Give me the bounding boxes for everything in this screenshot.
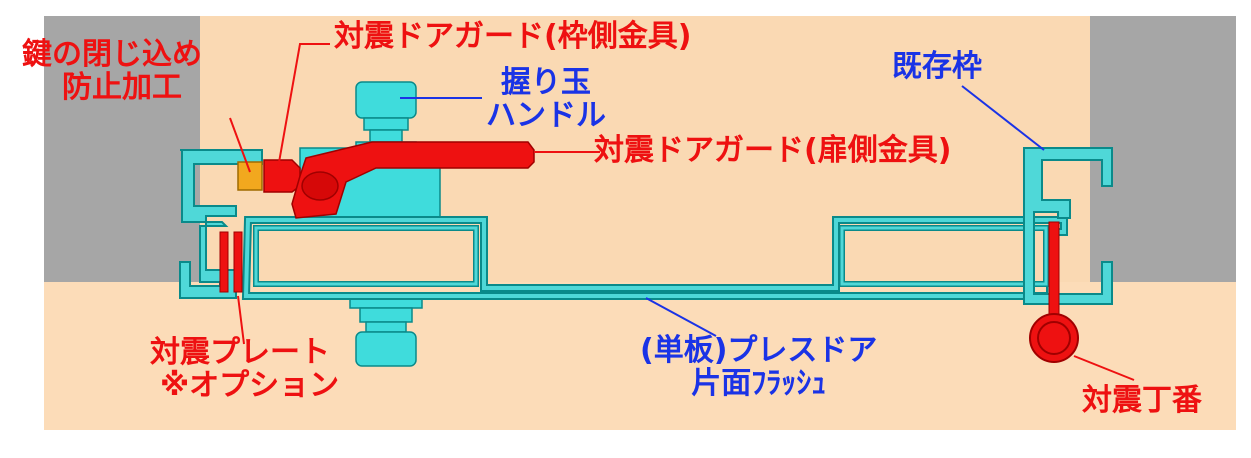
label-knob-line2: ハンドル — [486, 98, 606, 133]
key-lock-prevention-block — [237, 161, 263, 191]
label-seismic-hinge: 対震丁番 — [1082, 383, 1202, 418]
label-door-side-guard: 対震ドアガード(扉側金具) — [594, 133, 952, 168]
label-press-door-line2: 片面ﾌﾗｯｼｭ — [691, 366, 827, 401]
door-side-guard-arm — [291, 141, 535, 219]
leader-lines — [229, 43, 1135, 381]
label-frame-side-guard: 対震ドアガード(枠側金具) — [334, 19, 692, 54]
guard-pivot — [301, 171, 339, 201]
right-wall — [1090, 16, 1236, 282]
label-knob-handle: 握り玉 ハンドル — [486, 66, 606, 132]
label-existing-frame: 既存枠 — [892, 49, 982, 84]
right-frame-channel — [1023, 147, 1113, 305]
door-leaf-inner — [243, 218, 1066, 298]
seismic-plate-1 — [219, 231, 229, 293]
left-frame-channel — [179, 149, 263, 299]
seismic-plate-2 — [233, 231, 243, 293]
left-wall — [44, 16, 200, 282]
label-plate-line1: 対震プレート — [150, 335, 330, 370]
label-seismic-plate: 対震プレート ※オプション — [150, 336, 339, 402]
frame-side-guard — [263, 159, 301, 193]
label-press-door: (単板)プレスドア 片面ﾌﾗｯｼｭ — [640, 334, 877, 400]
hinge-arm — [1048, 221, 1060, 323]
label-press-door-line1: (単板)プレスドア — [640, 333, 878, 368]
label-key-lock-line1: 鍵の閉じ込め — [22, 37, 202, 72]
knob-bottom — [349, 297, 423, 367]
label-plate-line2: ※オプション — [160, 368, 340, 403]
label-key-lock-prevention: 鍵の閉じ込め 防止加工 — [22, 38, 202, 104]
label-knob-line1: 握り玉 — [501, 65, 591, 100]
label-key-lock-line2: 防止加工 — [62, 70, 182, 105]
